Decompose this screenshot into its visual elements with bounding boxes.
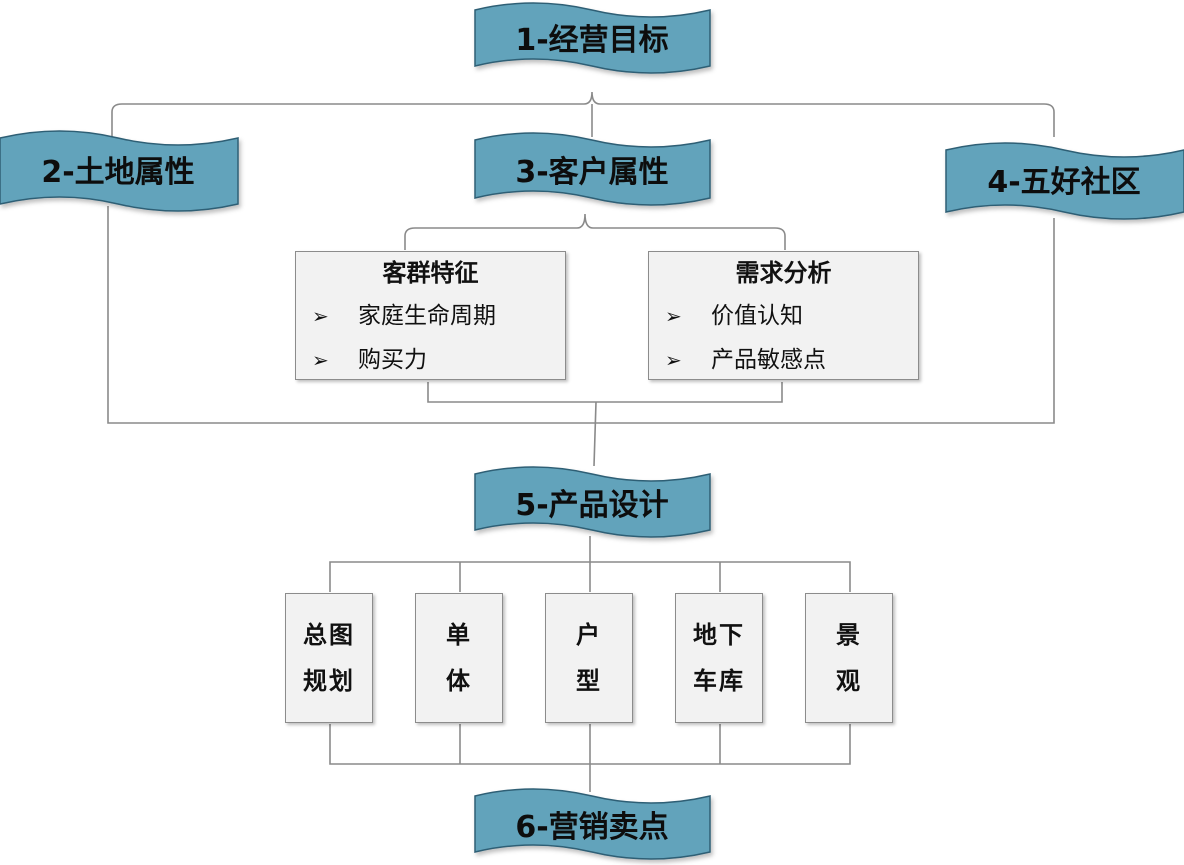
demand-analysis-box: 需求分析 ➢价值认知 ➢产品敏感点	[648, 251, 919, 380]
design-box-master-plan: 总图规划	[285, 593, 373, 723]
frame-land-community	[107, 206, 1055, 424]
banner-customer-label: 3-客户属性	[515, 155, 668, 190]
list-item: ➢价值认知	[649, 294, 918, 338]
design-box-building: 单体	[415, 593, 503, 723]
design-box-landscape: 景观	[805, 593, 893, 723]
design-box-garage: 地下车库	[675, 593, 763, 723]
banner-selling: 6-营销卖点	[474, 788, 711, 860]
brace-customer	[404, 213, 786, 250]
demand-analysis-title: 需求分析	[735, 258, 832, 287]
banner-selling-label: 6-营销卖点	[515, 810, 668, 845]
arrowhead-bullet-icon: ➢	[312, 304, 329, 328]
banner-community: 4-五好社区	[945, 142, 1184, 220]
line-analysis-product	[593, 401, 597, 467]
banner-product-label: 5-产品设计	[515, 488, 668, 523]
list-item: ➢产品敏感点	[649, 338, 918, 382]
arrowhead-bullet-icon: ➢	[312, 348, 329, 372]
banner-objective-label: 1-经营目标	[515, 23, 668, 58]
list-item: ➢家庭生命周期	[296, 294, 565, 338]
banner-product: 5-产品设计	[474, 466, 711, 538]
customer-groups-list: ➢家庭生命周期 ➢购买力	[296, 294, 565, 382]
connector-lines	[107, 91, 1055, 792]
customer-groups-title: 客群特征	[382, 258, 479, 287]
arrowhead-bullet-icon: ➢	[665, 304, 682, 328]
bracket-analysis	[427, 382, 783, 403]
banner-land: 2-土地属性	[0, 130, 239, 212]
banner-community-label: 4-五好社区	[987, 165, 1140, 200]
list-item: ➢购买力	[296, 338, 565, 382]
banner-customer: 3-客户属性	[474, 132, 711, 206]
design-box-unit-type: 户型	[545, 593, 633, 723]
banner-objective: 1-经营目标	[474, 2, 711, 74]
arrowhead-bullet-icon: ➢	[665, 348, 682, 372]
banner-land-label: 2-土地属性	[41, 155, 194, 190]
demand-analysis-list: ➢价值认知 ➢产品敏感点	[649, 294, 918, 382]
brace-objective	[111, 91, 1055, 137]
customer-groups-box: 客群特征 ➢家庭生命周期 ➢购买力	[295, 251, 566, 380]
